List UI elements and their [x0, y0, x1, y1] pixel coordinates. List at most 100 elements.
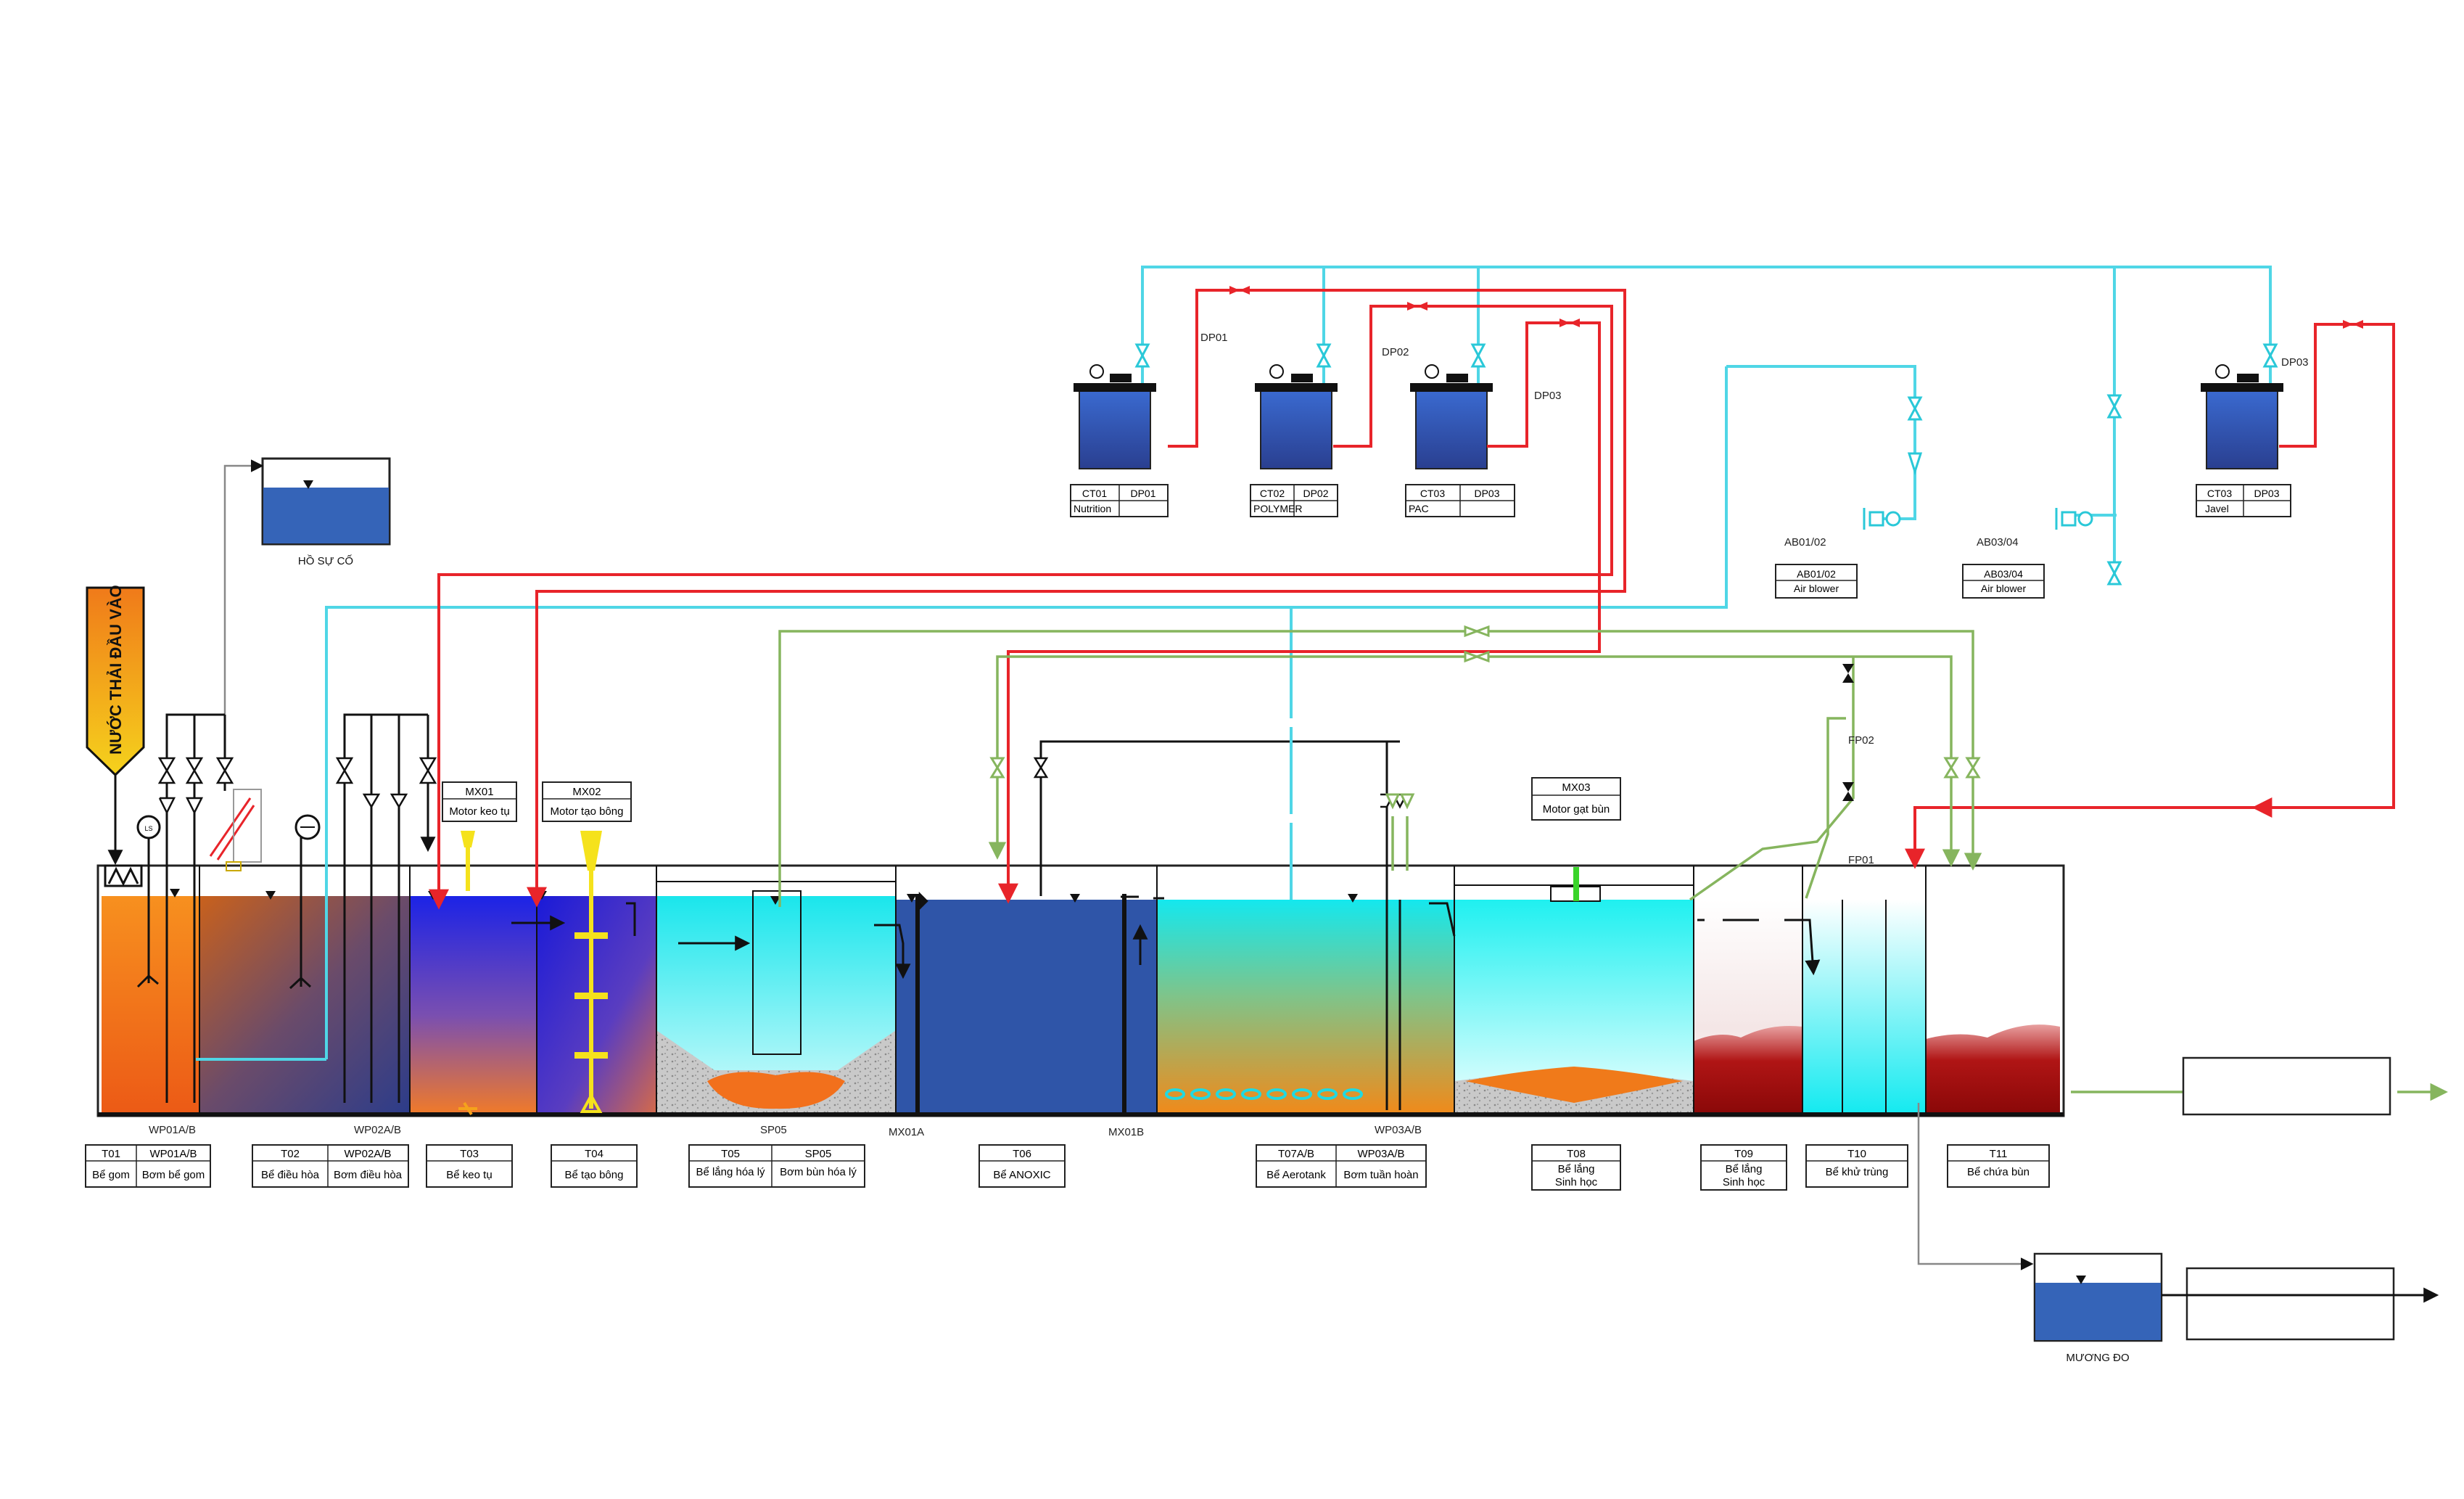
label-fp01: FP01 [1848, 854, 1874, 866]
emergency-tank: HỒ SỰ CỐ [261, 457, 391, 567]
tank-t11 [1926, 900, 2060, 1114]
chemical-check-valves [1229, 286, 2363, 329]
t01-name: Bể gom [92, 1169, 130, 1181]
tank-t05 [656, 890, 896, 1114]
air-valves [989, 625, 1981, 810]
t09-name2: Sinh học [1723, 1176, 1765, 1188]
t06-tag: T06 [1013, 1148, 1031, 1160]
t02-pump-name: Bơm điều hòa [334, 1169, 403, 1181]
t05-tag: T05 [721, 1148, 740, 1160]
tank-label-t08: T08 Bể lắng Sinh học [1531, 1144, 1621, 1191]
chemical-dosing-lines [429, 289, 2395, 910]
measure-tank-label: MƯƠNG ĐO [2066, 1352, 2129, 1364]
tank-t09 [1694, 900, 1802, 1114]
t01-tag: T01 [102, 1148, 120, 1160]
pipe-labels: DP01 DP02 DP03 DP03 AB01/02 AB03/04 FP02… [149, 332, 2309, 1138]
water-valves [1134, 343, 2278, 586]
t05-pump-name: Bơm bùn hóa lý [780, 1166, 857, 1178]
t07-pump-name: Bơm tuần hoàn [1343, 1169, 1418, 1181]
dosing-tank-ct02 [1255, 364, 1338, 469]
mx01-name: Motor keo tụ [449, 805, 509, 818]
process-valves [918, 757, 1409, 911]
label-fp02: FP02 [1848, 734, 1874, 747]
t10-name: Bể khử trùng [1826, 1166, 1889, 1178]
process-pipes [511, 740, 1821, 1114]
t06-name: Bể ANOXIC [993, 1169, 1050, 1181]
tank-label-t10: T10 Bể khử trùng [1805, 1144, 1908, 1188]
t10-tag: T10 [1847, 1148, 1866, 1160]
tank-label-t03: T03 Bể keo tụ [426, 1144, 513, 1188]
t05-pump-tag: SP05 [805, 1148, 832, 1160]
dosing-label-ct01: CT01 DP01 Nutrition [1070, 484, 1169, 517]
bar-screen-icon [104, 864, 143, 887]
label-wp02: WP02A/B [354, 1124, 401, 1136]
javel-chemical: Javel [2205, 503, 2229, 514]
ct03-pump: DP03 [1474, 488, 1499, 499]
ab0102-name: Air blower [1794, 583, 1839, 594]
tank-t10 [1802, 900, 1926, 1114]
tank-t01 [102, 896, 199, 1114]
t08-name2: Sinh học [1555, 1176, 1598, 1188]
measure-tank: MƯƠNG ĐO [2033, 1252, 2163, 1364]
level-gauge-2 [294, 814, 321, 840]
t07-pump-tag: WP03A/B [1357, 1148, 1404, 1160]
mx02-name: Motor tạo bông [551, 805, 624, 818]
mx03-tag: MX03 [1562, 781, 1590, 794]
tank-label-t07: T07A/B WP03A/B Bể Aerotank Bơm tuần hoàn [1256, 1144, 1427, 1188]
blower-label-ab0304: AB03/04 Air blower [1962, 564, 2045, 599]
ct01-pump: DP01 [1130, 488, 1155, 499]
tank-t02 [199, 896, 410, 1114]
mx02-tag: MX02 [572, 786, 601, 798]
javel-tag: CT03 [2207, 488, 2232, 499]
tank-t08 [1454, 886, 1694, 1114]
javel-pump: DP03 [2254, 488, 2279, 499]
air-recirculation-lines [778, 630, 2448, 1101]
tank-t04 [537, 896, 656, 1114]
t09-tag: T09 [1734, 1148, 1753, 1160]
ab0304-name: Air blower [1981, 583, 2027, 594]
fp-valves [1842, 664, 1854, 801]
t11-name: Bể chứa bùn [1967, 1166, 2030, 1178]
tank-t03 [410, 896, 537, 1114]
t08-name: Bể lắng [1558, 1163, 1595, 1175]
label-dp02: DP02 [1382, 346, 1409, 358]
t07-name: Bể Aerotank [1266, 1169, 1326, 1181]
ct03-chemical: PAC [1409, 503, 1429, 514]
t03-name: Bể keo tụ [446, 1169, 492, 1181]
label-dp03: DP03 [1534, 390, 1562, 402]
tank-label-t11: T11 Bể chứa bùn [1947, 1144, 2050, 1188]
valves-wp02 [335, 757, 437, 809]
label-wp03: WP03A/B [1375, 1124, 1422, 1136]
ab0102-tag: AB01/02 [1797, 568, 1836, 580]
label-dp01: DP01 [1200, 332, 1228, 344]
level-gauge-1: LS [136, 815, 161, 839]
t09-name: Bể lắng [1726, 1163, 1763, 1175]
tank-label-t02: T02 WP02A/B Bể điều hòa Bơm điều hòa [252, 1144, 409, 1188]
t01-pump-tag: WP01A/B [149, 1148, 197, 1160]
t01-pump-name: Bơm bể gom [142, 1169, 205, 1181]
label-ab0102: AB01/02 [1784, 536, 1826, 549]
t08-tag: T08 [1567, 1148, 1586, 1160]
bar-screen-machine [209, 789, 262, 871]
t02-name: Bể điều hòa [261, 1169, 320, 1181]
svg-text:LS: LS [144, 825, 152, 832]
t02-tag: T02 [281, 1148, 300, 1160]
air-blower-icons [1863, 508, 2093, 530]
t11-tag: T11 [1990, 1148, 2008, 1160]
label-wp01: WP01A/B [149, 1124, 196, 1136]
motor-mx01: MX01 Motor keo tụ [442, 781, 517, 1116]
effluent-box-1 [2182, 1056, 2391, 1116]
motor-mx02: MX02 Motor tạo bông [542, 781, 632, 1113]
t04-tag: T04 [585, 1148, 603, 1160]
inlet-arrow: NƯỚC THẢI ĐẦU VÀO [86, 585, 145, 866]
t03-tag: T03 [460, 1148, 479, 1160]
motor-mx03: MX03 Motor gạt bùn [1531, 777, 1621, 901]
ct02-tag: CT02 [1260, 488, 1285, 499]
t07-tag: T07A/B [1278, 1148, 1314, 1160]
dosing-label-ct03: CT03 DP03 PAC [1405, 484, 1515, 517]
tank-label-t06: T06 Bể ANOXIC [978, 1144, 1066, 1188]
ct01-tag: CT01 [1082, 488, 1107, 499]
pipe-bundle-wp02 [289, 713, 436, 1103]
